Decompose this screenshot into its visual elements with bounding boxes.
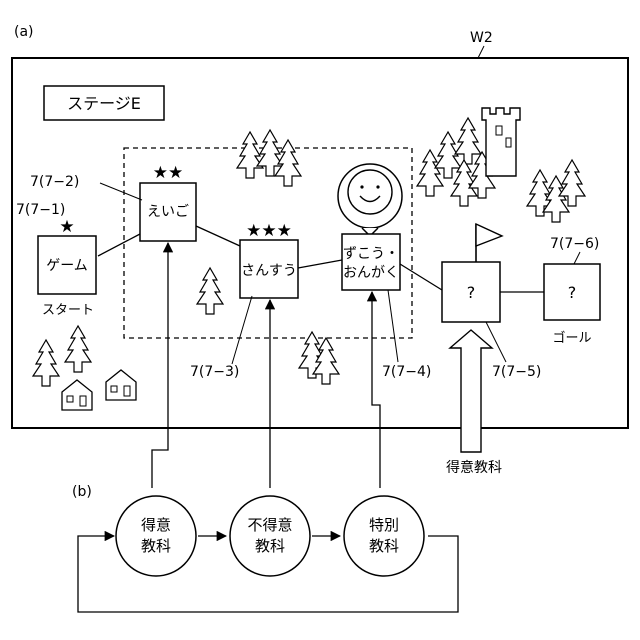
stage-node-art-music-label-2: おんがく	[343, 265, 399, 281]
stage-node-goal-label: ?	[568, 283, 577, 302]
stage-node-game-label: ゲーム	[46, 258, 88, 274]
ref-7-3-leader	[232, 296, 252, 364]
cycle-node-strong: 得意 教科	[116, 496, 196, 576]
stage-node-art-music-label-1: ずこう・	[343, 246, 399, 262]
stage-node-art-music[interactable]: ずこう・ おんがく	[342, 234, 400, 290]
stage-node-math[interactable]: さんすう	[240, 240, 298, 298]
stage-node-game[interactable]: ゲーム	[38, 236, 96, 294]
ref-7-4: 7(7−4)	[382, 364, 431, 380]
goal-label: ゴール	[552, 330, 591, 346]
stage-node-english-stars: ★★	[153, 163, 183, 183]
ref-7-2: 7(7−2)	[30, 174, 79, 190]
part-a-label: (a)	[14, 24, 34, 40]
ref-7-6-leader	[574, 252, 580, 264]
stage-node-english[interactable]: えいご	[140, 183, 196, 241]
cycle-node-special-line1: 特別	[369, 516, 399, 534]
stage-node-english-label: えいご	[147, 204, 189, 220]
stage-title: ステージE	[67, 94, 141, 113]
smiley-bubble-icon	[338, 164, 402, 236]
cycle-node-weak-line1: 不得意	[247, 516, 292, 534]
start-label: スタート	[42, 303, 94, 318]
ref-7-5: 7(7−5)	[492, 364, 541, 380]
stage-node-unknown-5-label: ?	[467, 283, 476, 302]
castle-icon	[482, 108, 520, 176]
stage-node-math-stars: ★★★	[246, 221, 292, 241]
ref-7-3: 7(7−3)	[190, 364, 239, 380]
stage-node-game-stars: ★	[59, 217, 74, 237]
cycle-node-weak-line2: 教科	[255, 537, 285, 555]
trees-far-right	[527, 160, 585, 222]
trees-bottom-center	[299, 332, 339, 384]
ref-7-6: 7(7−6)	[550, 236, 599, 252]
cycle-node-strong-line2: 教科	[141, 537, 171, 555]
stage-node-unknown-5[interactable]: ?	[442, 262, 500, 322]
strong-subject-arrow	[450, 330, 492, 452]
cycle-node-special-line2: 教科	[369, 537, 399, 555]
flag-icon	[476, 224, 502, 262]
cycle-node-special: 特別 教科	[344, 496, 424, 576]
trees-bottom-left	[33, 326, 91, 386]
trees-top-center	[237, 130, 301, 186]
strong-subject-caption: 得意教科	[446, 459, 502, 476]
ref-7-2-leader	[100, 183, 142, 200]
window-ref-leader	[478, 46, 484, 58]
window-ref-label: W2	[470, 30, 493, 46]
houses-icon	[62, 370, 136, 410]
ref-7-5-leader	[486, 322, 506, 362]
trees-right-cluster	[417, 118, 495, 206]
stage-node-goal[interactable]: ?	[544, 264, 600, 320]
stage-node-math-label: さんすう	[241, 263, 297, 279]
ref-7-4-leader	[388, 290, 398, 362]
cycle-node-strong-line1: 得意	[141, 516, 171, 534]
ref-7-1: 7(7−1)	[16, 202, 65, 218]
cycle-node-weak: 不得意 教科	[230, 496, 310, 576]
trees-center-left	[197, 268, 223, 314]
part-b-label: (b)	[72, 484, 92, 500]
